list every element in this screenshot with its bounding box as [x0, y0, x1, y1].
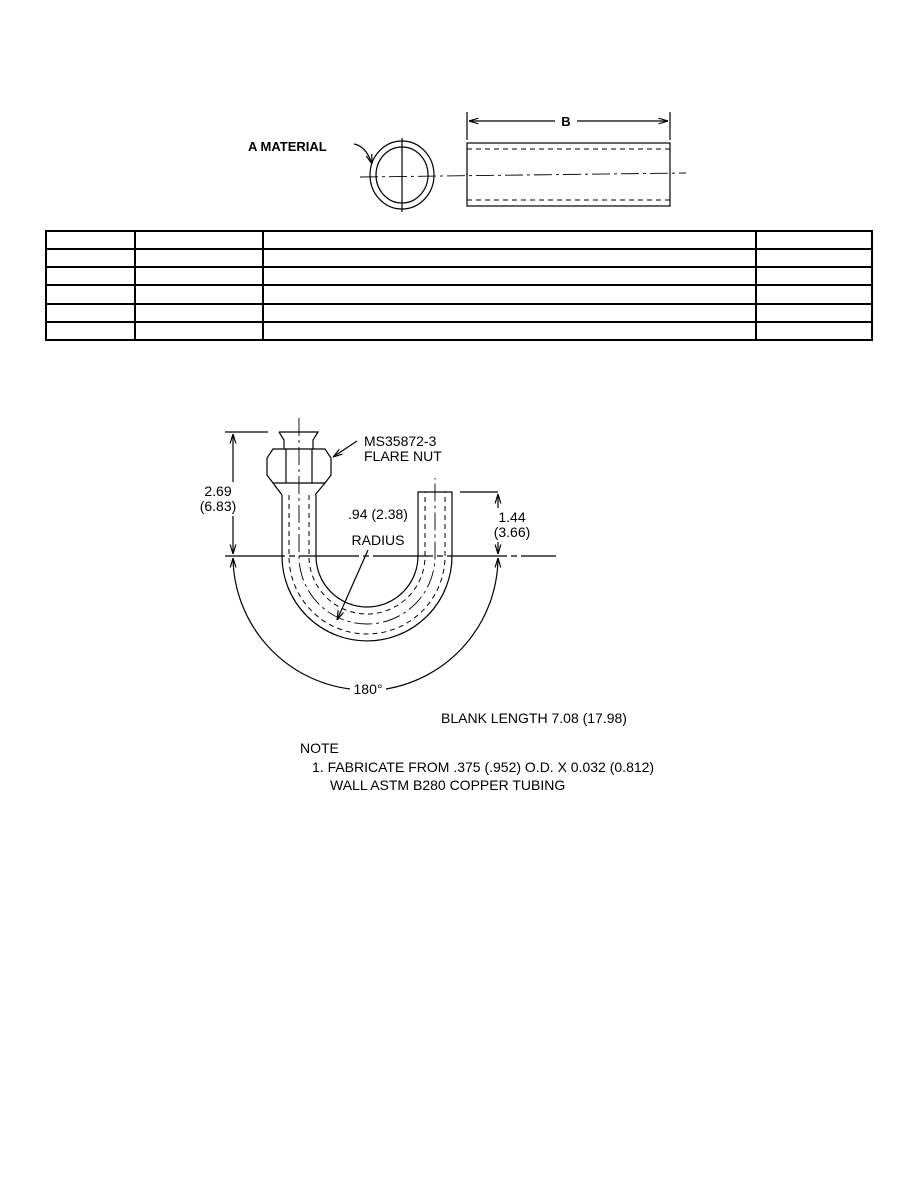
angle-arc-left	[233, 558, 351, 690]
angle-arc-right	[385, 558, 498, 690]
radius-leader-arrow	[337, 549, 369, 620]
axis-centerline	[359, 172, 687, 178]
u-tube-figure: MS35872-3 FLARE NUT 2.69 (6.83) 1.44 (3.…	[198, 418, 654, 793]
bend-angle: 180°	[354, 681, 383, 697]
blank-length: BLANK LENGTH 7.08 (17.98)	[441, 710, 627, 726]
tube-inner-wall-inner	[308, 492, 426, 615]
overall-height-metric: (6.83)	[200, 498, 237, 514]
tube-inner-wall-outer	[288, 492, 446, 635]
u-tube-body	[281, 491, 453, 642]
leg-height-metric: (3.66)	[494, 524, 531, 540]
dimension-table	[45, 230, 873, 341]
material-label: A MATERIAL	[248, 139, 327, 154]
tube-stock-figure: A MATERIAL B	[248, 112, 687, 212]
part-number: MS35872-3	[364, 433, 437, 449]
material-leader-arrow	[353, 143, 372, 164]
nut-leader-arrow	[333, 440, 358, 457]
label-backing	[198, 482, 252, 516]
radius-value: .94 (2.38)	[348, 506, 408, 522]
note-line-1: 1. FABRICATE FROM .375 (.952) O.D. X 0.0…	[312, 759, 654, 775]
flare-fitting	[278, 431, 320, 449]
leg-height: 1.44	[498, 509, 525, 525]
nut-taper	[272, 482, 326, 496]
label-backing	[488, 508, 532, 542]
length-label: B	[561, 114, 570, 129]
note-heading: NOTE	[300, 740, 339, 756]
radius-label: RADIUS	[352, 532, 405, 548]
tube-side-view	[466, 142, 671, 207]
tube-centerline	[298, 418, 436, 625]
overall-height: 2.69	[204, 483, 231, 499]
note-line-2: WALL ASTM B280 COPPER TUBING	[330, 777, 565, 793]
part-name: FLARE NUT	[364, 448, 442, 464]
